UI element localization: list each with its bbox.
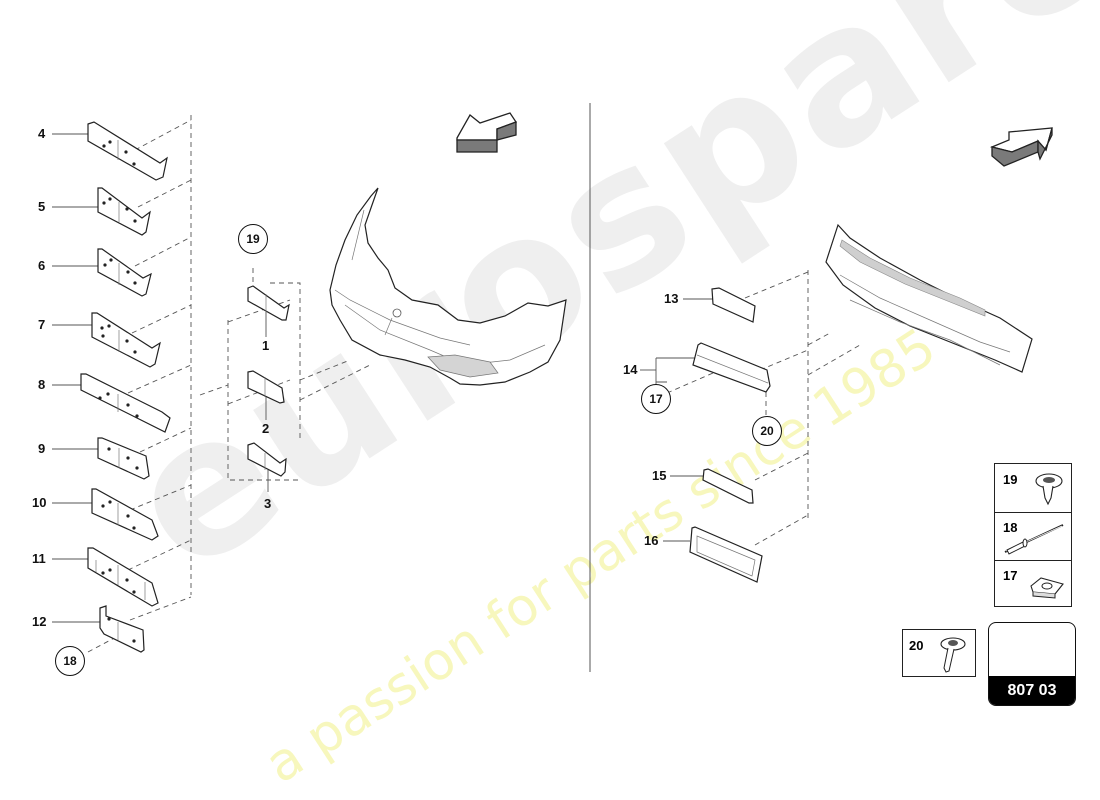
diagram-code: 807 03 — [989, 676, 1075, 705]
part-7-bracket — [91, 312, 161, 368]
part-13-plate — [711, 287, 756, 323]
flange-screw-icon — [940, 637, 966, 673]
callout-11[interactable]: 11 — [32, 551, 46, 566]
callout-20-circled[interactable]: 20 — [752, 416, 782, 446]
part-12-bracket — [99, 605, 145, 653]
callout-9[interactable]: 9 — [38, 441, 46, 456]
screw-clip-icon — [1035, 473, 1063, 506]
part-11-bracket — [87, 547, 159, 607]
part-16-plate — [689, 526, 763, 583]
callout-1[interactable]: 1 — [262, 338, 270, 353]
legend-label-18: 18 — [1003, 520, 1018, 535]
rivet-icon — [1004, 524, 1064, 555]
legend-label-19: 19 — [1003, 472, 1018, 487]
legend-item-18[interactable]: 18 — [995, 512, 1071, 561]
front-bumper-drawing — [329, 187, 567, 386]
arrow-front-view-icon — [456, 112, 517, 153]
callout-19-circled[interactable]: 19 — [238, 224, 268, 254]
callout-14[interactable]: 14 — [623, 362, 638, 377]
callout-2[interactable]: 2 — [262, 421, 270, 436]
callout-5[interactable]: 5 — [38, 199, 46, 214]
callout-7[interactable]: 7 — [38, 317, 46, 332]
callout-15[interactable]: 15 — [652, 468, 667, 483]
part-4-bracket — [87, 121, 168, 181]
fastener-item-20[interactable]: 20 — [902, 629, 976, 677]
part-3-bracket — [247, 442, 287, 477]
part-8-bracket — [80, 373, 171, 433]
part-6-bracket — [97, 248, 152, 297]
callout-6[interactable]: 6 — [38, 258, 46, 273]
part-15-bar — [702, 468, 754, 504]
fastener-legend: 19 18 17 — [994, 463, 1072, 607]
rear-bumper-drawing — [825, 223, 1033, 373]
callout-13[interactable]: 13 — [664, 291, 679, 306]
callout-8[interactable]: 8 — [38, 377, 46, 392]
callout-18-circled[interactable]: 18 — [55, 646, 85, 676]
part-10-bracket — [91, 488, 159, 541]
part-5-bracket — [97, 187, 151, 236]
callout-12[interactable]: 12 — [32, 614, 47, 629]
legend-item-19[interactable]: 19 — [995, 464, 1071, 513]
callout-10[interactable]: 10 — [32, 495, 47, 510]
part-9-bracket — [97, 437, 150, 480]
callout-4[interactable]: 4 — [38, 126, 46, 141]
diagram-code-badge: 807 03 — [988, 622, 1076, 706]
callout-3[interactable]: 3 — [264, 496, 272, 511]
part-14-plate — [692, 342, 771, 393]
part-2-bracket — [247, 370, 285, 404]
cage-nut-icon — [1030, 577, 1064, 599]
legend-item-17[interactable]: 17 — [995, 560, 1071, 608]
legend-label-20: 20 — [909, 638, 924, 653]
arrow-rear-view-icon — [989, 127, 1053, 167]
legend-label-17: 17 — [1003, 568, 1018, 583]
part-1-bracket — [247, 285, 290, 321]
callout-16[interactable]: 16 — [644, 533, 659, 548]
callout-17-circled[interactable]: 17 — [641, 384, 671, 414]
